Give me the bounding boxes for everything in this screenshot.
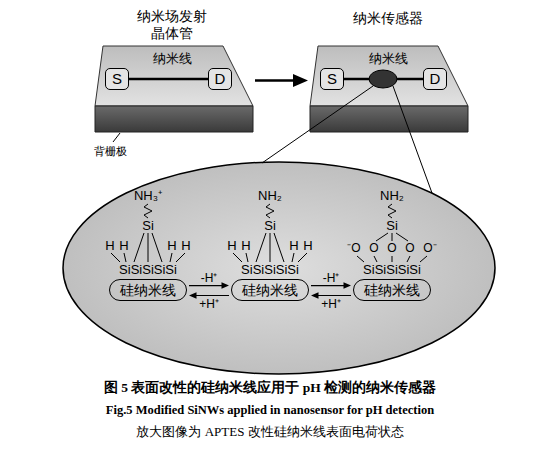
bond <box>246 253 248 262</box>
chip-title: 纳米场发射 晶体管 <box>132 8 212 42</box>
node-text: S <box>112 70 122 88</box>
node-text: D <box>430 70 441 88</box>
hydrogen-atom: H <box>303 238 312 254</box>
bond <box>124 253 126 262</box>
zoom-line <box>262 86 373 163</box>
bond <box>152 233 162 262</box>
magnified-view <box>63 162 495 374</box>
hydrogen-atom: H <box>289 238 298 254</box>
silicon-surface: SiSiSiSiSi <box>119 262 177 278</box>
hydrogen-atom: H <box>181 238 190 254</box>
chip-slab <box>310 46 468 132</box>
silicon-surface: SiSiSiSiSi <box>363 262 421 278</box>
nanowire <box>129 78 208 81</box>
node-text: D <box>215 70 226 88</box>
hydrogen-atom: H <box>167 238 176 254</box>
drain-electrode: D <box>208 68 232 90</box>
edge-label: +H⁺ <box>321 297 341 311</box>
oxygen-atom: O <box>405 241 414 255</box>
silicon-nanowire: 硅纳米线 <box>231 279 309 301</box>
chip-top <box>310 46 468 106</box>
silicon-nanowire: 硅纳米线 <box>353 279 431 301</box>
bond <box>292 253 294 262</box>
hydrogen-atom: H <box>241 238 250 254</box>
drain-electrode: D <box>423 68 447 90</box>
oxygen-atom: O <box>369 241 378 255</box>
chip-substrate: 纳米场发射 晶体管纳米线SD <box>95 46 253 132</box>
bond <box>111 253 120 262</box>
chip-substrate: 纳米传感器纳米线SD <box>310 46 468 132</box>
nanowire-label: 纳米线 <box>369 51 408 67</box>
chip-front <box>95 106 253 132</box>
hydrogen-atom: H <box>105 238 114 254</box>
edge-label: -H⁺ <box>323 270 340 284</box>
node-text: 硅纳米线 <box>364 282 420 299</box>
caption-note: 放大图像为 APTES 改性硅纳米线表面电荷状态 <box>136 424 403 440</box>
hydrogen-atom: H <box>227 238 236 254</box>
leader-line <box>113 133 120 142</box>
silicon-atom: Si <box>386 218 398 234</box>
bond <box>396 233 408 241</box>
propyl-chain <box>144 204 152 218</box>
bond <box>148 233 149 262</box>
bond <box>233 253 242 262</box>
bond <box>407 256 410 262</box>
bond <box>374 256 377 262</box>
bond <box>270 233 271 262</box>
bond <box>298 253 307 262</box>
silicon-atom: Si <box>264 218 276 234</box>
amino-group: NH₃⁺ <box>134 188 162 204</box>
process-arrow <box>255 74 308 87</box>
chip-top <box>95 46 253 106</box>
bond-lines <box>233 204 307 262</box>
bond <box>357 256 364 262</box>
edge-label: -H⁺ <box>201 270 218 284</box>
oxygen-atom: O <box>387 241 396 255</box>
node-text: 硅纳米线 <box>120 282 176 299</box>
nanowire-label: 纳米线 <box>153 51 192 67</box>
connector-line <box>195 295 229 296</box>
oxygen-atom: O⁻ <box>423 241 436 255</box>
propyl-chain <box>266 204 274 218</box>
bond-lines <box>357 204 427 262</box>
chip-front <box>310 106 468 132</box>
bond <box>392 233 393 241</box>
silicon-atom: Si <box>142 218 154 234</box>
back-gate-label: 背栅极 <box>94 145 127 158</box>
bond <box>170 253 172 262</box>
bond <box>256 233 266 262</box>
chip-title: 纳米传感器 <box>348 10 428 27</box>
bond <box>376 233 388 241</box>
connector-line <box>189 285 223 286</box>
chip-slab <box>95 46 253 132</box>
zoom-line <box>393 86 432 193</box>
hydrogen-atom: H <box>119 238 128 254</box>
connector-line <box>311 285 345 286</box>
amino-group: NH₂ <box>380 188 404 204</box>
oxygen-atom: ⁻O <box>347 241 360 255</box>
bond-lines <box>111 204 185 262</box>
bond <box>176 253 185 262</box>
silicon-surface: SiSiSiSiSi <box>241 262 299 278</box>
connector-line <box>255 79 296 82</box>
english-caption: Fig.5 Modified SiNWs applied in nanosens… <box>106 403 434 418</box>
bond <box>134 233 144 262</box>
source-electrode: S <box>105 68 129 90</box>
bond <box>420 256 427 262</box>
node-text: S <box>327 70 337 88</box>
source-electrode: S <box>320 68 344 90</box>
connector-line <box>317 295 351 296</box>
figure-caption: 图 5 表面改性的硅纳米线应用于 pH 检测的纳米传感器 <box>104 380 436 396</box>
propyl-chain <box>388 204 396 218</box>
sensing-bulb <box>369 70 397 88</box>
silicon-nanowire: 硅纳米线 <box>109 279 187 301</box>
amino-group: NH₂ <box>258 188 282 204</box>
edge-label: +H⁺ <box>199 297 219 311</box>
bond <box>392 256 393 262</box>
node-text: 硅纳米线 <box>242 282 298 299</box>
bond <box>274 233 284 262</box>
